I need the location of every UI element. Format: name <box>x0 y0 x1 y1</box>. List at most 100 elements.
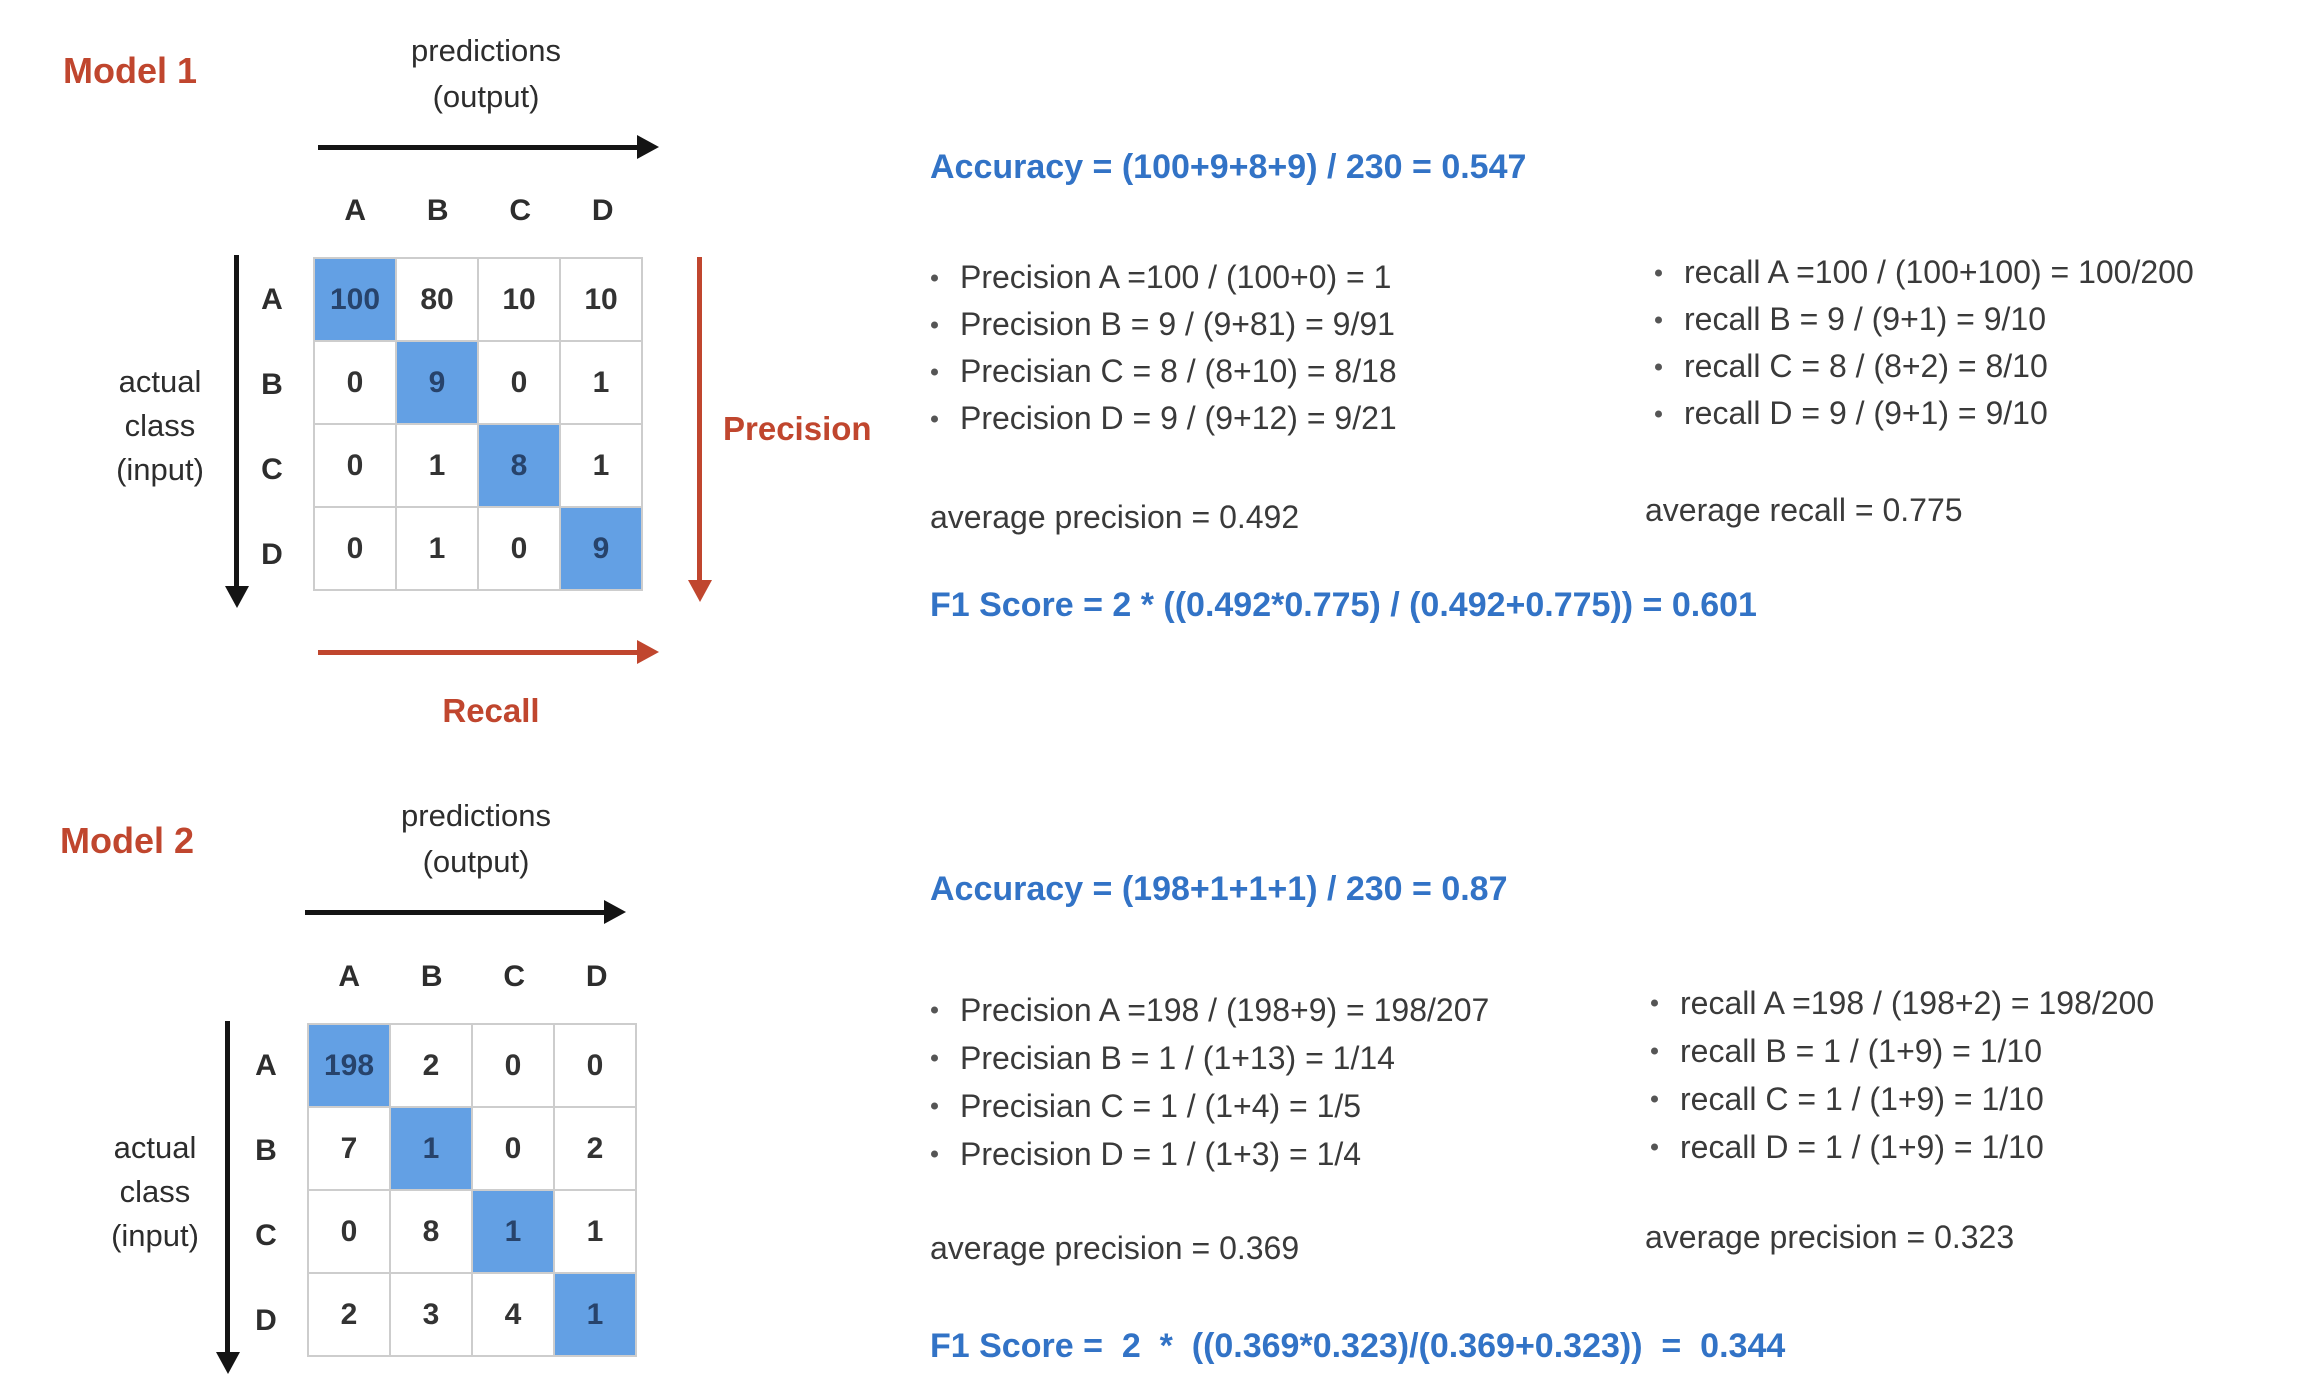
matrix-cell: 1 <box>559 423 643 508</box>
matrix-cell: 10 <box>477 257 561 342</box>
precision-formula-item: Precision D = 1 / (1+3) = 1/4 <box>928 1130 1489 1178</box>
recall-formula-item: recall D = 9 / (9+1) = 9/10 <box>1652 390 2194 437</box>
predictions-axis-line1: predictions <box>401 798 551 833</box>
predictions-axis-line1: predictions <box>411 33 561 68</box>
predictions-arrow-head-icon <box>604 900 626 924</box>
col-header-d: D <box>585 960 608 993</box>
matrix-cell: 0 <box>477 340 561 425</box>
model-1-accuracy-formula: Accuracy = (100+9+8+9) / 230 = 0.547 <box>930 148 1527 186</box>
matrix-cell: 9 <box>559 506 643 591</box>
actual-axis-line2: class <box>124 408 196 443</box>
model-2-accuracy-formula: Accuracy = (198+1+1+1) / 230 = 0.87 <box>930 870 1508 908</box>
actual-class-arrow-head-icon <box>216 1352 240 1374</box>
col-header-c: C <box>509 194 532 227</box>
row-header-d: D <box>255 1303 277 1337</box>
matrix-cell: 198 <box>307 1023 391 1108</box>
matrix-cell: 1 <box>559 340 643 425</box>
column-headers: A B C D <box>308 960 638 994</box>
matrix-cell: 100 <box>313 257 397 342</box>
matrix-cell: 1 <box>395 506 479 591</box>
model-2-recall-list: recall A =198 / (198+2) = 198/200 recall… <box>1648 979 2154 1171</box>
model-1-average-recall: average recall = 0.775 <box>1645 492 1963 528</box>
row-headers: A B C D <box>250 257 294 597</box>
precision-arrow-head-icon <box>688 580 712 602</box>
row-header-c: C <box>255 1218 277 1252</box>
predictions-arrow <box>305 910 605 915</box>
actual-class-arrow <box>225 1021 230 1353</box>
actual-class-arrow-head-icon <box>225 586 249 608</box>
matrix-cell: 1 <box>389 1106 473 1191</box>
matrix-cell: 2 <box>307 1272 391 1357</box>
precision-formula-item: Precision A =100 / (100+0) = 1 <box>928 254 1397 301</box>
matrix-cell: 0 <box>313 506 397 591</box>
row-header-a: A <box>255 1048 277 1082</box>
predictions-arrow <box>318 145 638 150</box>
row-headers: A B C D <box>244 1023 288 1363</box>
matrix-cell: 8 <box>477 423 561 508</box>
matrix-cell: 10 <box>559 257 643 342</box>
row-header-c: C <box>261 452 283 486</box>
precision-formula-item: Precisian B = 1 / (1+13) = 1/14 <box>928 1034 1489 1082</box>
actual-class-axis-label: actual class (input) <box>55 1126 255 1258</box>
matrix-cell: 4 <box>471 1272 555 1357</box>
precision-formula-item: Precisian C = 1 / (1+4) = 1/5 <box>928 1082 1489 1130</box>
predictions-arrow-head-icon <box>637 135 659 159</box>
recall-formula-item: recall D = 1 / (1+9) = 1/10 <box>1648 1123 2154 1171</box>
matrix-cell: 9 <box>395 340 479 425</box>
actual-axis-line1: actual <box>118 364 202 399</box>
row-header-b: B <box>255 1133 277 1167</box>
matrix-cell: 1 <box>553 1189 637 1274</box>
recall-formula-item: recall C = 1 / (1+9) = 1/10 <box>1648 1075 2154 1123</box>
recall-arrow-head-icon <box>637 640 659 664</box>
model-1-title: Model 1 <box>63 50 198 91</box>
recall-formula-item: recall C = 8 / (8+2) = 8/10 <box>1652 343 2194 390</box>
matrix-cell: 0 <box>313 340 397 425</box>
matrix-cell: 0 <box>307 1189 391 1274</box>
actual-axis-line3: (input) <box>116 452 204 487</box>
actual-axis-line1: actual <box>113 1130 197 1165</box>
matrix-cell: 8 <box>389 1189 473 1274</box>
row-header-d: D <box>261 537 283 571</box>
model-2-average-recall: average precision = 0.323 <box>1645 1219 2015 1255</box>
precision-axis-label: Precision <box>723 410 872 447</box>
matrix-cell: 2 <box>553 1106 637 1191</box>
matrix-cell: 7 <box>307 1106 391 1191</box>
recall-formula-item: recall B = 1 / (1+9) = 1/10 <box>1648 1027 2154 1075</box>
actual-axis-line2: class <box>119 1174 191 1209</box>
matrix-cell: 3 <box>389 1272 473 1357</box>
matrix-cell: 0 <box>553 1023 637 1108</box>
model-2-f1-score-formula: F1 Score = 2 * ((0.369*0.323)/(0.369+0.3… <box>930 1327 1786 1365</box>
model-1-precision-list: Precision A =100 / (100+0) = 1 Precision… <box>928 254 1397 442</box>
matrix-cell: 80 <box>395 257 479 342</box>
predictions-axis-label: predictions (output) <box>326 793 626 885</box>
model-1-recall-list: recall A =100 / (100+100) = 100/200 reca… <box>1652 249 2194 437</box>
precision-formula-item: Precision D = 9 / (9+12) = 9/21 <box>928 395 1397 442</box>
precision-arrow <box>697 257 702 581</box>
matrix-cell: 0 <box>471 1106 555 1191</box>
model-2-precision-list: Precision A =198 / (198+9) = 198/207 Pre… <box>928 986 1489 1178</box>
matrix-cell: 0 <box>477 506 561 591</box>
matrix-cell: 0 <box>471 1023 555 1108</box>
actual-axis-line3: (input) <box>111 1218 199 1253</box>
matrix-cell: 1 <box>395 423 479 508</box>
col-header-a: A <box>338 960 361 993</box>
predictions-axis-line2: (output) <box>422 844 530 879</box>
recall-formula-item: recall A =198 / (198+2) = 198/200 <box>1648 979 2154 1027</box>
model-2-title: Model 2 <box>60 820 195 861</box>
predictions-axis-label: predictions (output) <box>336 28 636 120</box>
model-2-average-precision: average precision = 0.369 <box>930 1230 1300 1266</box>
recall-arrow <box>318 650 638 655</box>
column-headers: A B C D <box>314 194 644 228</box>
recall-formula-item: recall A =100 / (100+100) = 100/200 <box>1652 249 2194 296</box>
row-header-a: A <box>261 282 283 316</box>
col-header-a: A <box>344 194 367 227</box>
